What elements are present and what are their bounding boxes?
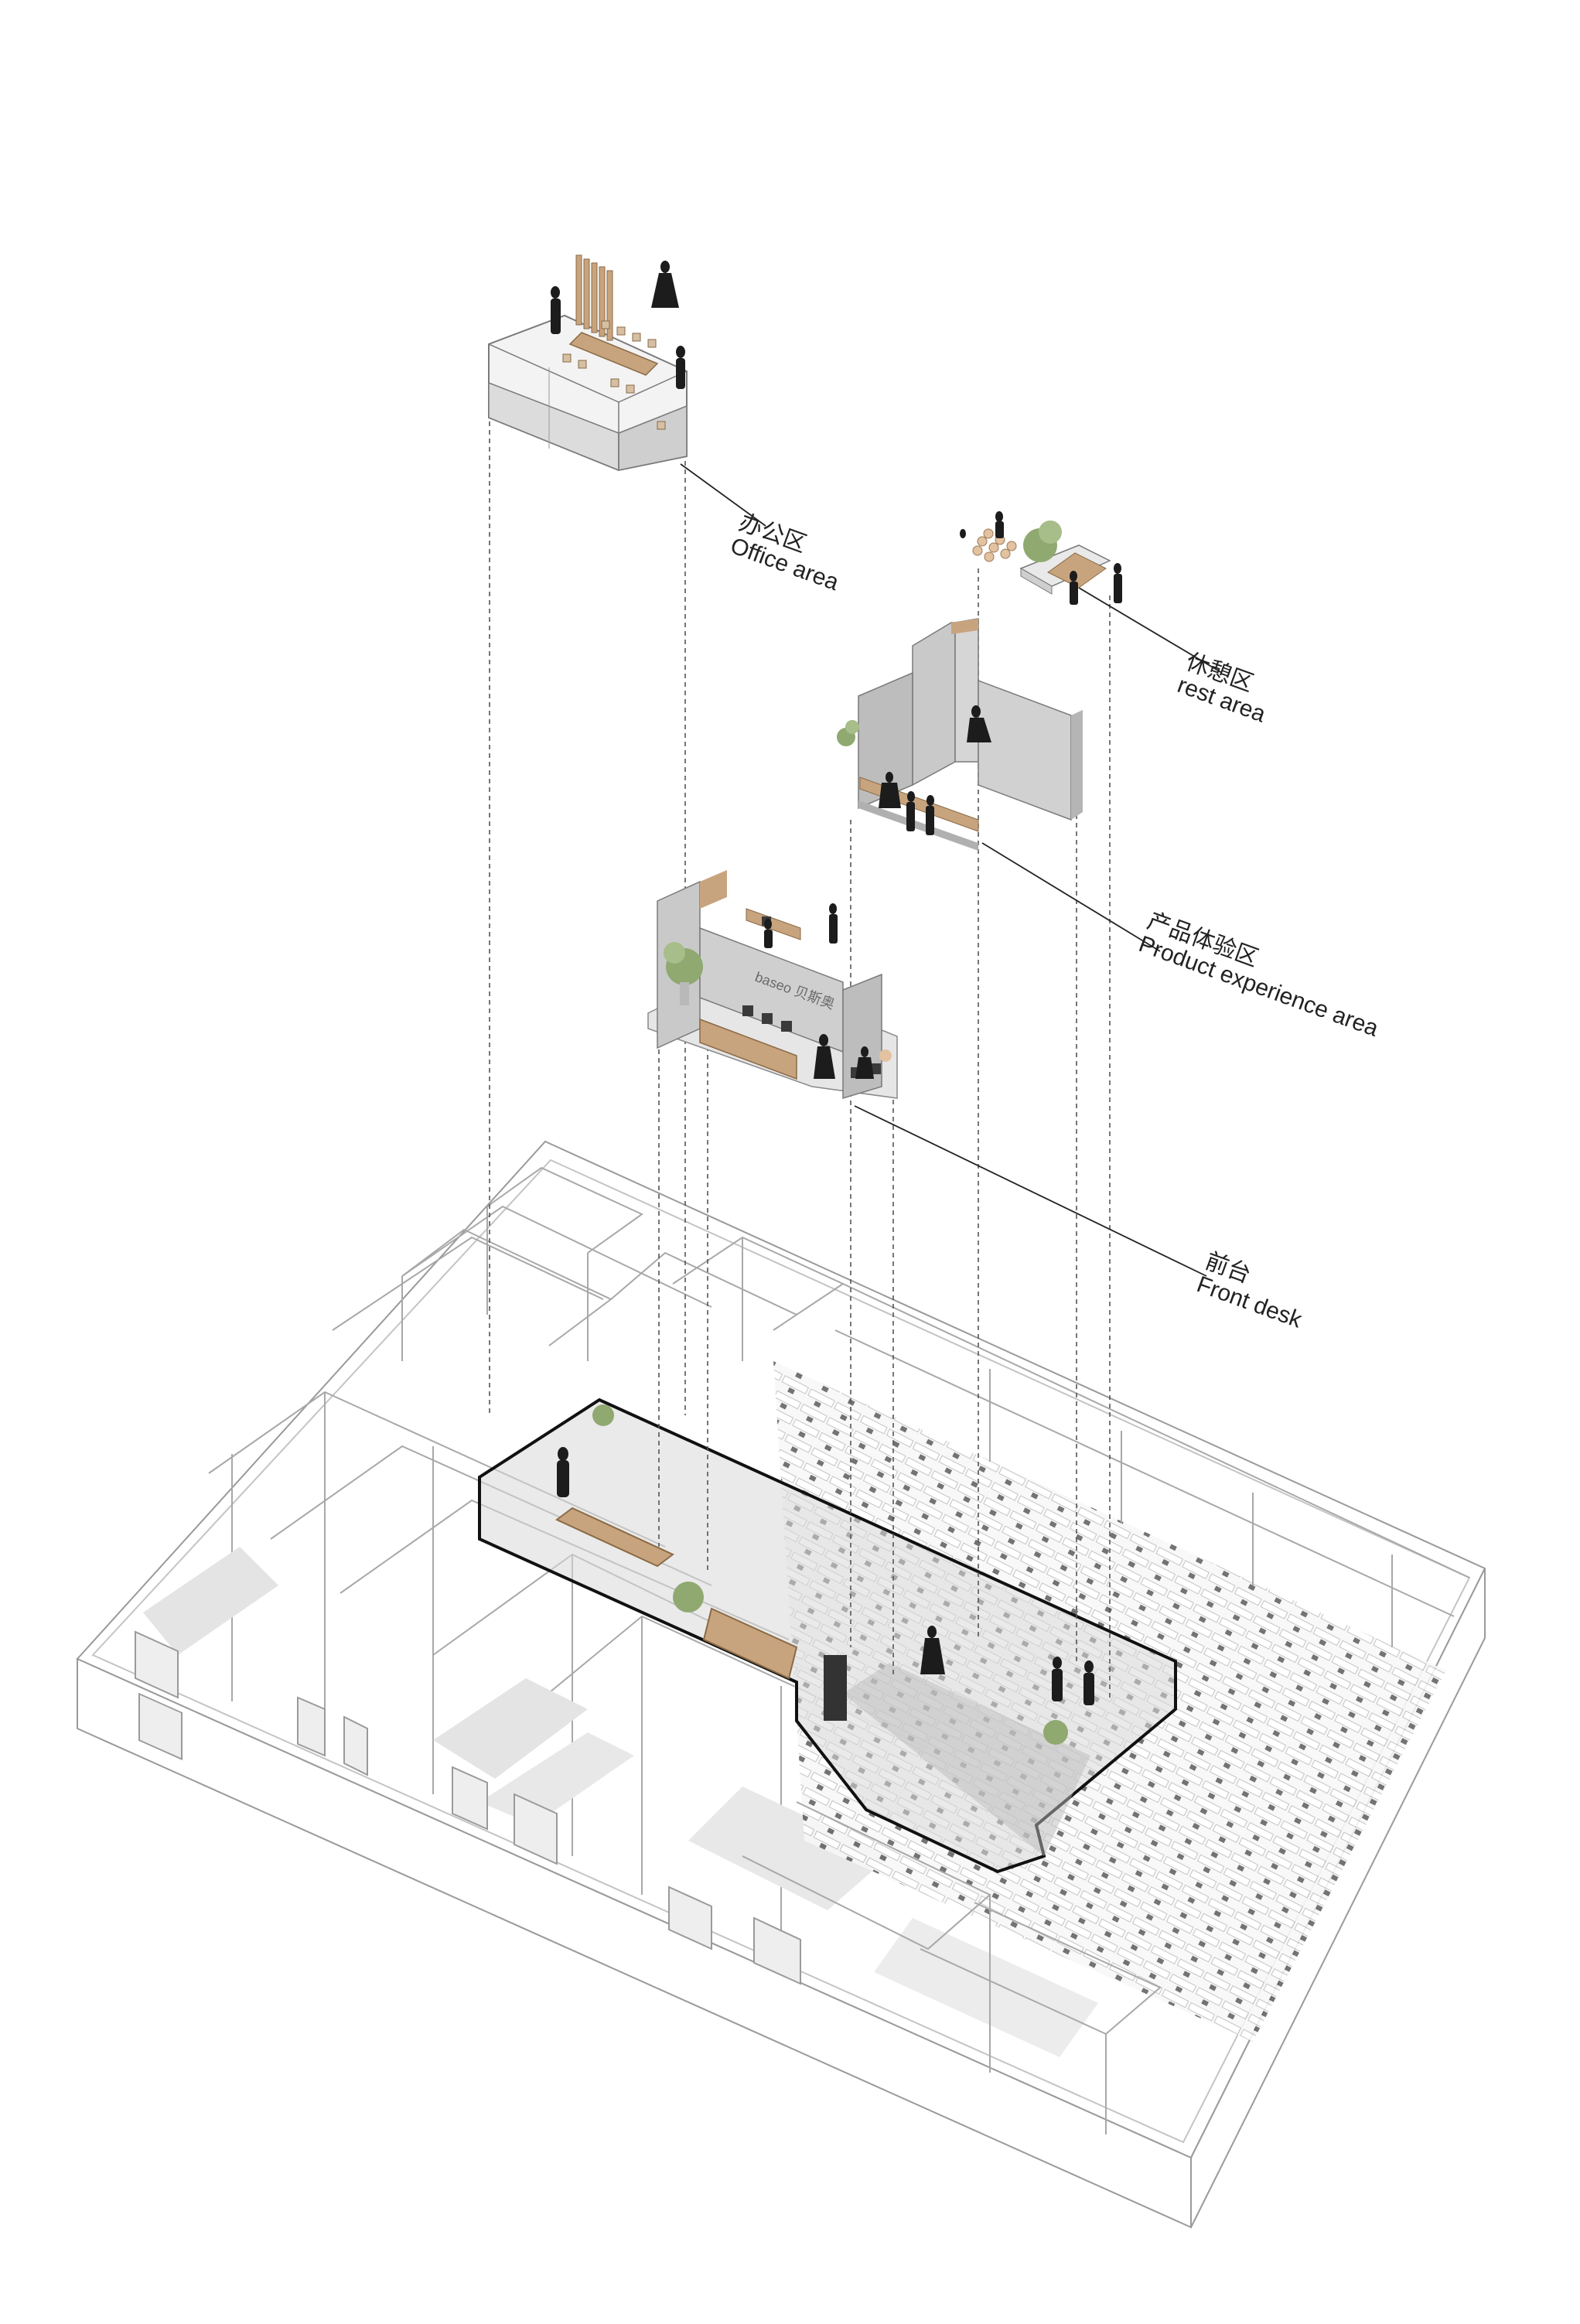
product-experience-module xyxy=(837,618,1083,851)
office-area-module xyxy=(488,254,688,472)
highlighted-zone xyxy=(478,1397,1177,1874)
leader-lines xyxy=(680,463,1223,1277)
projection-lines xyxy=(489,421,1111,1701)
upper-rooms xyxy=(401,1166,845,1361)
open-office-walls xyxy=(834,1283,1470,1647)
rest-area-module xyxy=(960,511,1122,605)
lower-right-rooms xyxy=(742,1801,1162,2135)
inner-perimeter xyxy=(91,1159,1471,2144)
front-windows xyxy=(138,1692,183,1761)
front-desk-module: baseo 贝斯奥 xyxy=(647,870,898,1100)
